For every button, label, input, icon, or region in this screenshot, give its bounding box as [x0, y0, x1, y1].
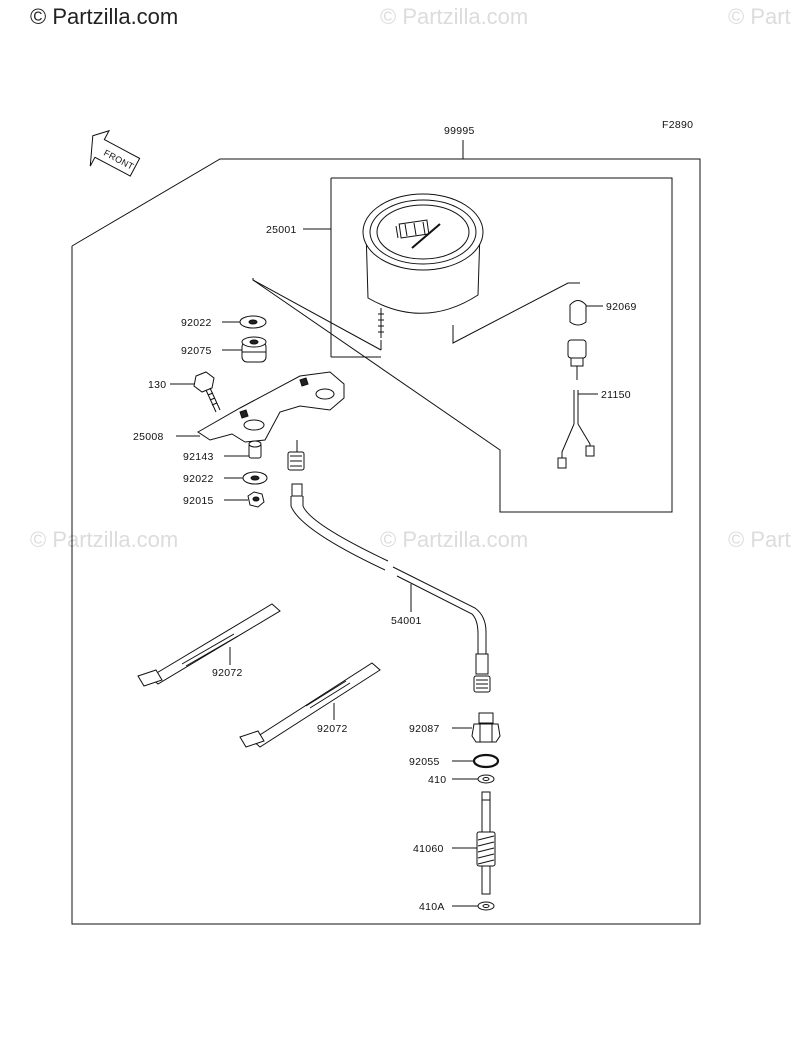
cable-fitting-icon — [471, 712, 501, 743]
callout-41060: 41060 — [413, 843, 444, 855]
callout-21150: 21150 — [601, 389, 631, 401]
callout-92055: 92055 — [409, 756, 440, 768]
rubber-damper-icon — [241, 336, 267, 363]
figure-code: F2890 — [662, 119, 693, 131]
washer-icon — [242, 471, 268, 485]
callout-54001: 54001 — [391, 615, 422, 627]
front-arrow-icon: FRONT — [89, 129, 141, 177]
bolt-icon — [193, 371, 221, 413]
nut-icon — [247, 491, 265, 508]
meter-bracket-icon — [197, 371, 345, 443]
callout-92075: 92075 — [181, 345, 212, 357]
callout-410: 410 — [428, 774, 446, 786]
callout-92143: 92143 — [183, 451, 214, 463]
bulb-icon — [569, 300, 587, 326]
partzilla-watermark-faint: © Partzilla.com — [380, 4, 529, 29]
partzilla-watermark-faint: © Partzilla.com — [380, 527, 529, 552]
meter-subassembly-outline — [252, 177, 673, 513]
cable-tie-icon — [239, 662, 381, 748]
callout-92022-bottom: 92022 — [183, 473, 214, 485]
callout-92072-2: 92072 — [317, 723, 348, 735]
callout-410a: 410A — [419, 901, 445, 913]
pinion-gear-icon — [476, 791, 496, 895]
speedometer-cable-icon — [287, 440, 491, 693]
socket-harness-icon — [557, 339, 595, 469]
callout-25001: 25001 — [266, 224, 297, 236]
callout-130: 130 — [148, 379, 166, 391]
washer-icon — [239, 315, 267, 329]
partzilla-watermark: © Partzilla.com — [30, 4, 179, 29]
cable-tie-icon — [137, 603, 281, 687]
callout-92087: 92087 — [409, 723, 440, 735]
washer-icon — [477, 774, 495, 784]
callout-92072-1: 92072 — [212, 667, 243, 679]
collar-icon — [248, 440, 262, 459]
callout-25008: 25008 — [133, 431, 164, 443]
callout-99995: 99995 — [444, 125, 475, 137]
partzilla-watermark-faint-edge: © Part — [728, 527, 791, 552]
speedometer-icon — [362, 193, 484, 338]
callout-92022-top: 92022 — [181, 317, 212, 329]
assembly-outline — [71, 140, 701, 925]
o-ring-icon — [472, 753, 500, 769]
callout-92069: 92069 — [606, 301, 637, 313]
callout-92015: 92015 — [183, 495, 214, 507]
partzilla-watermark-faint-edge: © Part — [728, 4, 791, 29]
partzilla-watermark-faint: © Partzilla.com — [30, 527, 179, 552]
washer-icon — [477, 901, 495, 911]
